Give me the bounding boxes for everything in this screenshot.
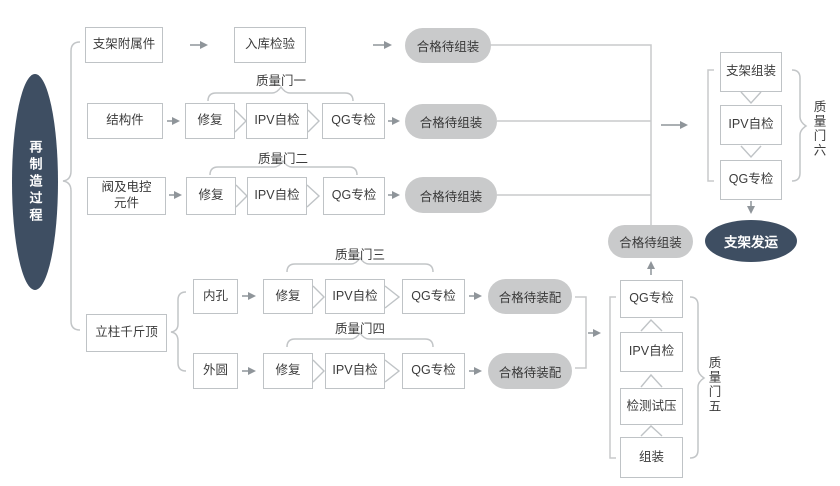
jack-collector-bracket <box>575 296 587 369</box>
node-valve-electric-parts: 阀及电控元件 <box>87 177 166 215</box>
node-inner-bore: 内孔 <box>193 279 238 314</box>
column-six-bracket <box>707 69 714 182</box>
stadium-row4-qualified: 合格待装配 <box>488 279 572 314</box>
node-row2-qg-check: QG专检 <box>322 103 385 139</box>
node-row2-repair: 修复 <box>185 103 235 139</box>
gate6-brace <box>791 69 808 182</box>
stadium-row2-qualified: 合格待组装 <box>405 104 497 139</box>
node-row3-ipv-check: IPV自检 <box>247 177 307 215</box>
node-col5-assembly: 组装 <box>620 437 683 478</box>
gate5-label: 质量门五 <box>706 356 721 414</box>
node-col5-ipv-check: IPV自检 <box>620 332 683 372</box>
chevron-row2-a <box>234 109 247 133</box>
node-row4-ipv-check: IPV自检 <box>325 279 385 314</box>
chevron-row5-a <box>312 359 325 383</box>
node-row5-repair: 修复 <box>263 353 313 389</box>
chevron-row3-b <box>306 184 321 208</box>
node-col5-qg-check: QG专检 <box>620 280 683 318</box>
stadium-row3-qualified: 合格待组装 <box>405 177 497 213</box>
chevron-row5-b <box>384 359 401 383</box>
node-outer-circle: 外圆 <box>193 353 238 389</box>
shipping-ellipse: 支架发运 <box>705 220 797 262</box>
stadium-row1-qualified: 合格待组装 <box>405 28 491 63</box>
node-row4-qg-check: QG专检 <box>402 279 465 314</box>
gate6-label: 质量门六 <box>811 100 826 158</box>
gate1-brace <box>207 85 354 102</box>
gate4-label: 质量门四 <box>334 321 385 336</box>
node-column-jack: 立柱千斤顶 <box>86 314 167 352</box>
gate2-label: 质量门二 <box>257 151 308 166</box>
chevron-col5-c <box>640 425 663 437</box>
chevron-col6-b <box>740 145 762 159</box>
node-row3-qg-check: QG专检 <box>323 177 385 215</box>
node-col6-qg-check: QG专检 <box>720 160 782 200</box>
node-row5-ipv-check: IPV自检 <box>325 353 385 389</box>
jack-brace <box>170 291 187 372</box>
node-support-accessories: 支架附属件 <box>85 27 163 63</box>
chevron-row4-a <box>312 285 325 309</box>
node-row5-qg-check: QG专检 <box>402 353 465 389</box>
chevron-row4-b <box>384 285 401 309</box>
node-warehouse-inspection: 入库检验 <box>234 27 306 63</box>
chevron-col5-a <box>640 318 663 332</box>
chevron-row3-a <box>235 184 248 208</box>
node-col5-pressure-test: 检测试压 <box>620 388 683 425</box>
node-support-assembly: 支架组装 <box>720 52 782 92</box>
gate5-brace <box>689 296 706 459</box>
junction-line <box>490 44 652 226</box>
process-ellipse: 再制造过程 <box>12 74 58 290</box>
gate3-label: 质量门三 <box>334 247 385 262</box>
chevron-row2-b <box>307 109 320 133</box>
stadium-jack-qualified: 合格待组装 <box>608 225 693 258</box>
chevron-col5-b <box>640 373 663 388</box>
column-five-bracket <box>609 296 616 459</box>
stadium-row5-qualified: 合格待装配 <box>488 353 572 389</box>
gate1-label: 质量门一 <box>255 73 306 88</box>
node-structural-parts: 结构件 <box>87 103 163 139</box>
node-row2-ipv-check: IPV自检 <box>246 103 308 139</box>
node-row3-repair: 修复 <box>186 177 236 215</box>
chevron-col6-a <box>740 91 762 105</box>
process-brace <box>62 41 81 331</box>
node-col6-ipv-check: IPV自检 <box>720 105 782 145</box>
node-row4-repair: 修复 <box>263 279 313 314</box>
